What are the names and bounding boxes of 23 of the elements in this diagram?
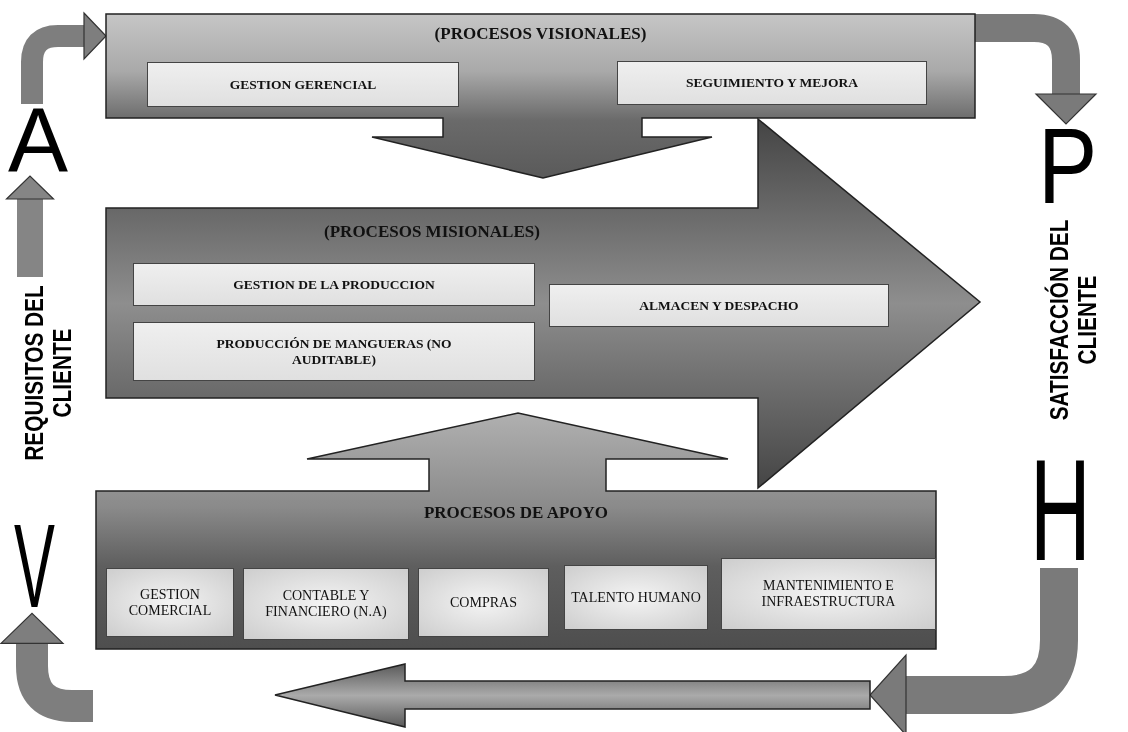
process-box: GESTION DE LA PRODUCCION (133, 263, 535, 306)
cycle-letter: H (1030, 452, 1091, 568)
process-box: CONTABLE Y FINANCIERO (N.A) (243, 568, 409, 640)
band-title: PROCESOS DE APOYO (422, 503, 610, 523)
cycle-letter: A (8, 104, 69, 176)
process-box: SEGUIMIENTO Y MEJORA (617, 61, 927, 105)
process-box: PRODUCCIÓN DE MANGUERAS (NO AUDITABLE) (133, 322, 535, 381)
process-box: COMPRAS (418, 568, 549, 637)
band-title: (PROCESOS MISIONALES) (323, 222, 541, 242)
process-box: GESTION GERENCIAL (147, 62, 459, 107)
vertical-label: REQUISITOS DEL CLIENTE (20, 277, 76, 469)
process-box: GESTION COMERCIAL (106, 568, 234, 637)
band-title: (PROCESOS VISIONALES) (433, 24, 648, 44)
process-box: MANTENIMIENTO E INFRAESTRUCTURA (721, 558, 936, 630)
arrow (869, 568, 1078, 732)
cycle-letter: P (1038, 124, 1098, 210)
arrow (0, 612, 93, 722)
vertical-label: SATISFACCIÓN DEL CLIENTE (1045, 218, 1101, 423)
arrow (5, 175, 55, 277)
process-box: TALENTO HUMANO (564, 565, 708, 630)
arrow (21, 12, 107, 104)
cycle-letter: V (14, 519, 55, 614)
process-box: ALMACEN Y DESPACHO (549, 284, 889, 327)
